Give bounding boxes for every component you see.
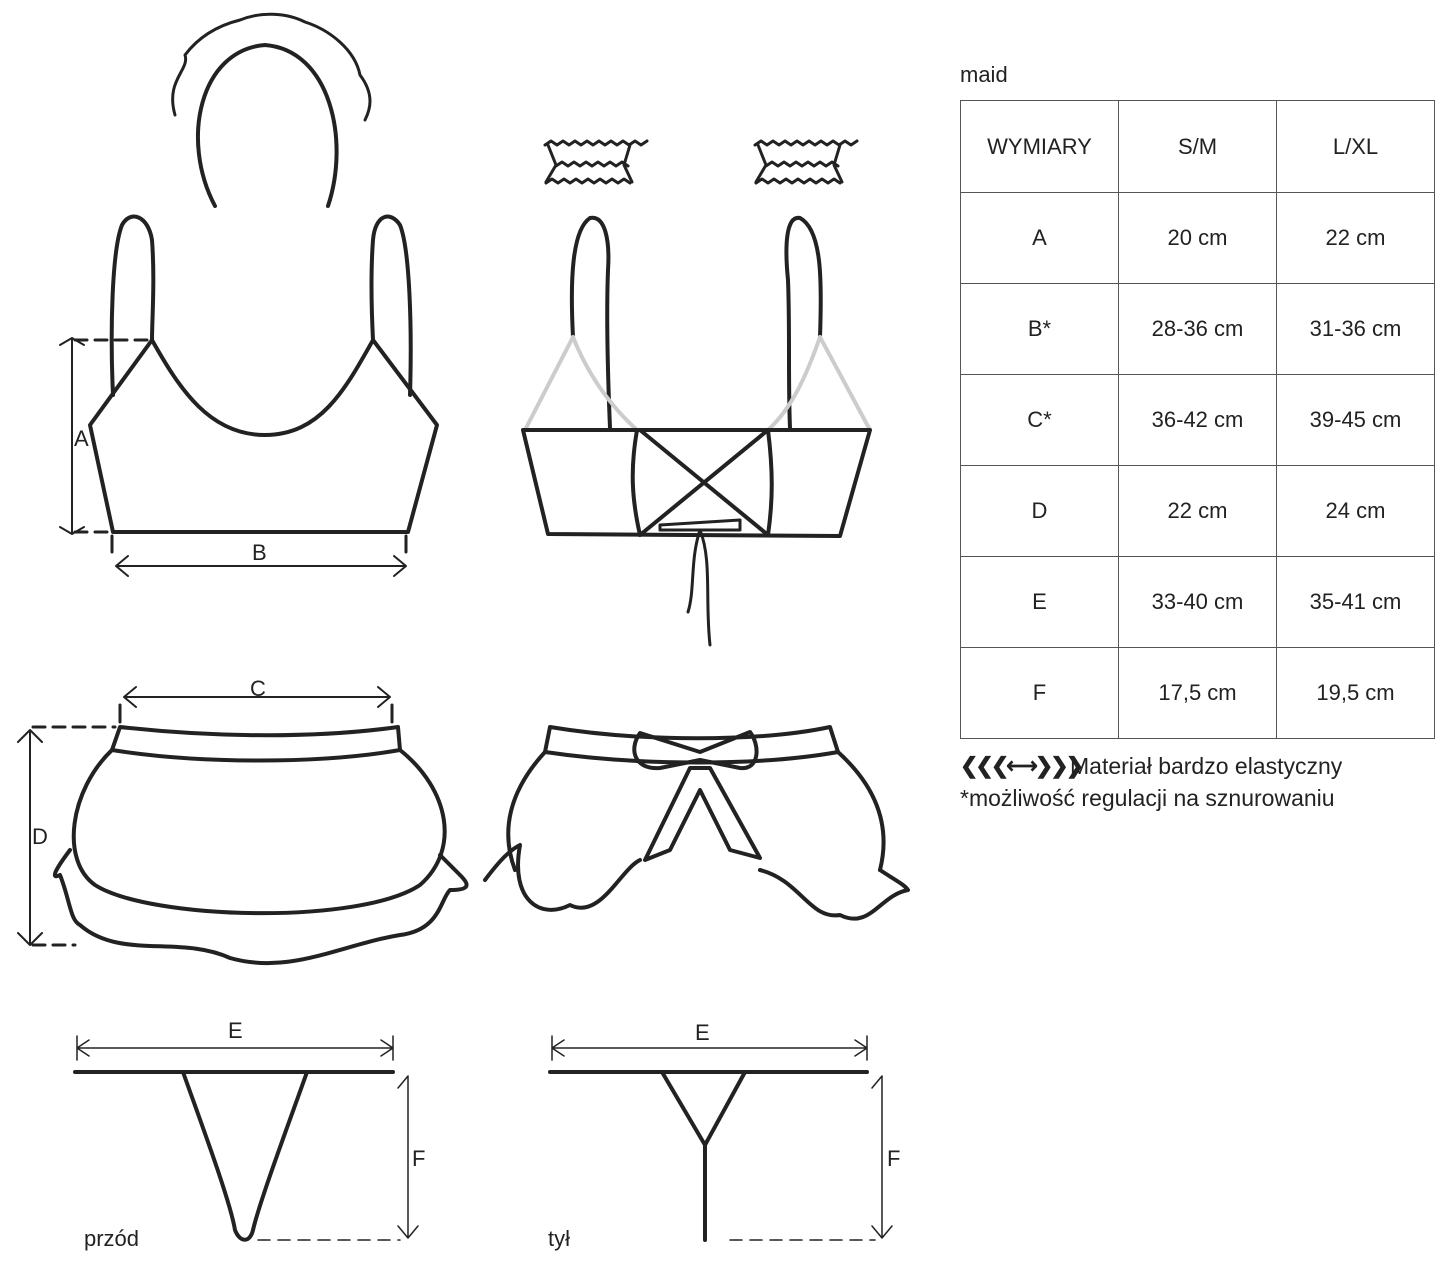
back-label: tył [548,1226,570,1251]
table-header-row: WYMIARY S/M L/XL [960,100,1435,193]
legend: ❮❮❮⟷❯❯❯ Materiał bardzo elastyczny *możl… [960,750,1342,814]
cell: A [960,192,1119,284]
cell: 19,5 cm [1276,647,1435,739]
cell: 36-42 cm [1118,374,1277,466]
cell: 22 cm [1276,192,1435,284]
back-skirt-drawing [483,725,910,921]
elastic-label: Materiał bardzo elastyczny [1070,753,1343,779]
cell: 24 cm [1276,465,1435,557]
cell: 17,5 cm [1118,647,1277,739]
garment-diagram: A B C D E F p [17,12,910,1251]
label-d: D [32,824,48,849]
cell: B* [960,283,1119,375]
cell: 39-45 cm [1276,374,1435,466]
chart-title: maid [960,62,1008,87]
cell: 20 cm [1118,192,1277,284]
label-f-back: F [887,1146,900,1171]
lacing-note: *możliwość regulacji na sznurowaniu [960,785,1335,811]
header-cell: S/M [1118,100,1277,193]
header-cell: L/XL [1276,100,1435,193]
cell: 33-40 cm [1118,556,1277,648]
cell: 22 cm [1118,465,1277,557]
cell: D [960,465,1119,557]
cell: 35-41 cm [1276,556,1435,648]
wrist-cuffs-drawing [543,139,859,185]
front-label: przód [84,1226,139,1251]
cell: E [960,556,1119,648]
headband-drawing [171,12,372,208]
label-e-back: E [695,1020,710,1045]
label-a: A [74,426,89,451]
back-thong-drawing [548,1035,893,1242]
front-thong-drawing [73,1035,419,1242]
cell: 28-36 cm [1118,283,1277,375]
label-c: C [250,676,266,701]
cell: C* [960,374,1119,466]
front-skirt-drawing [17,686,469,966]
label-e-front: E [228,1018,243,1043]
front-top-drawing [59,214,439,577]
back-top-drawing [521,215,872,647]
header-cell: WYMIARY [960,100,1119,193]
cell: F [960,647,1119,739]
elastic-arrows-icon: ❮❮❮⟷❯❯❯ [960,753,1084,778]
cell: 31-36 cm [1276,283,1435,375]
label-f-front: F [412,1146,425,1171]
label-b: B [252,540,267,565]
